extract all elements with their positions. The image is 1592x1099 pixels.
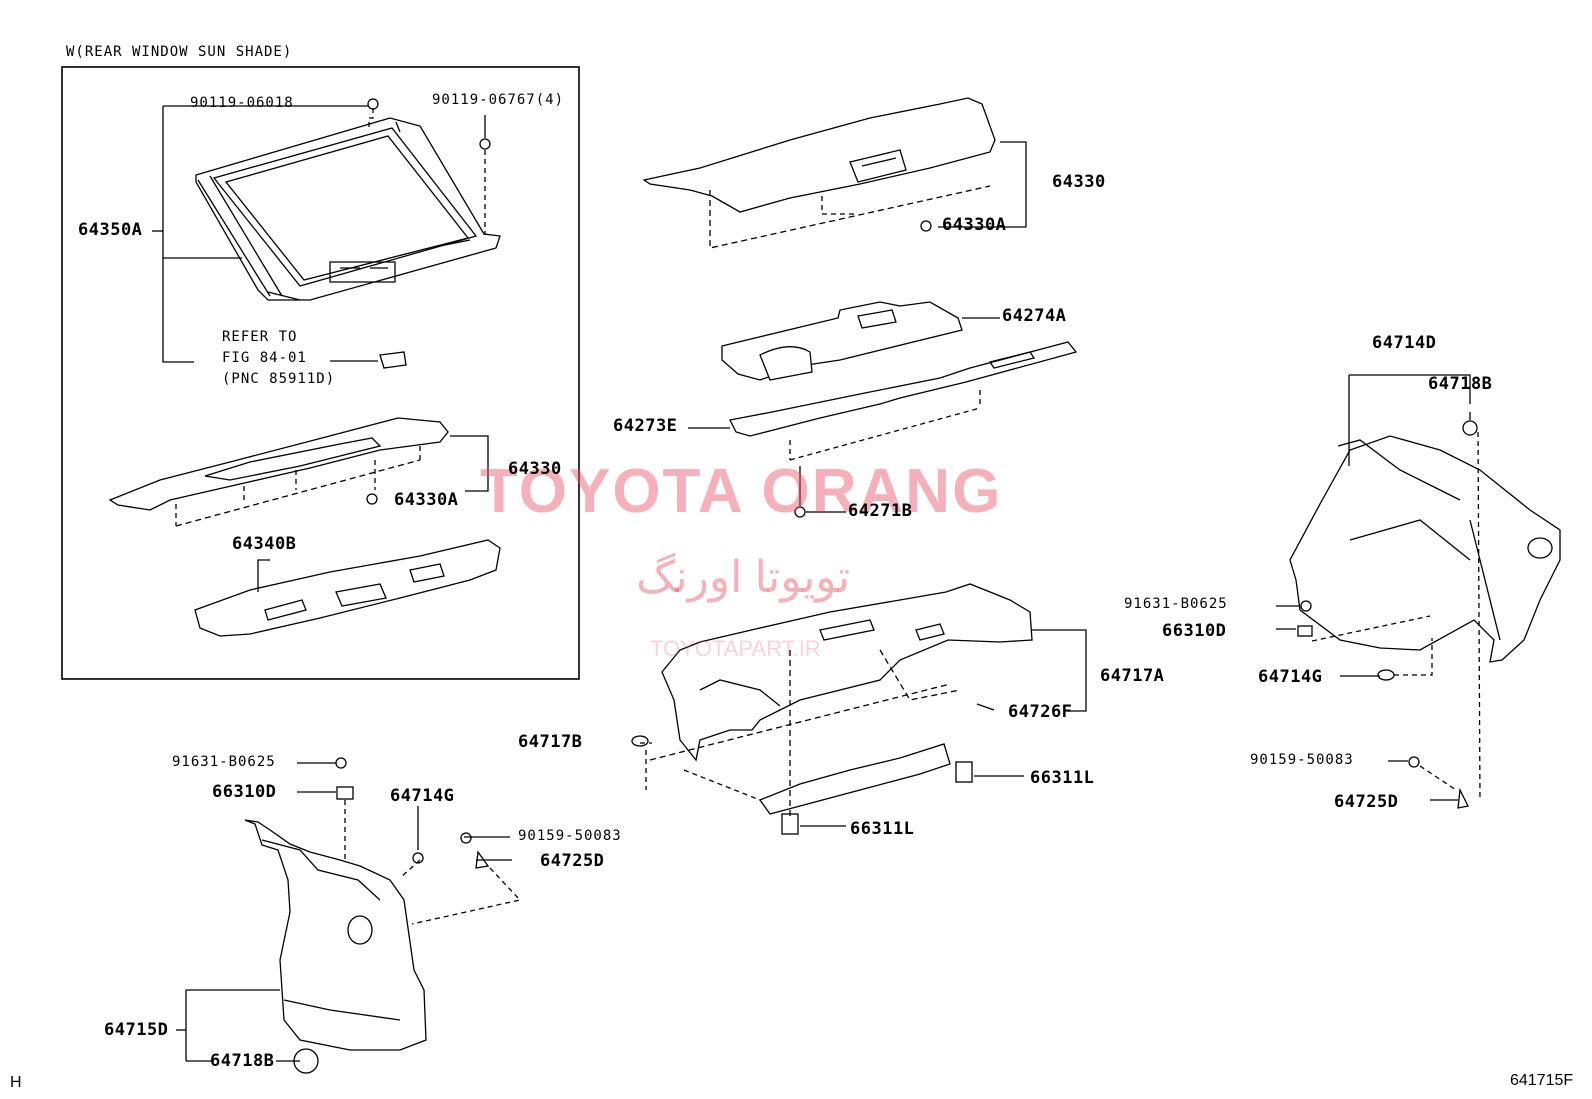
part-label[interactable]: 90119-06018 xyxy=(190,95,294,111)
part-label[interactable]: 64330 xyxy=(1052,172,1106,192)
figure-number: 641715F xyxy=(1510,1072,1574,1089)
part-label[interactable]: 66310D xyxy=(212,782,277,802)
part-label[interactable]: 90119-06767(4) xyxy=(432,92,565,108)
part-label[interactable]: 66311L xyxy=(850,819,915,839)
part-label[interactable]: 64725D xyxy=(1334,792,1399,812)
sun-shade-assembly-drawing xyxy=(195,117,501,301)
watermark-site: TOYOTAPART.IR xyxy=(650,636,821,661)
inset-frame xyxy=(61,66,580,680)
left-side-trim-drawing xyxy=(244,819,427,1051)
inset-title: W(REAR WINDOW SUN SHADE) xyxy=(66,44,293,60)
part-label[interactable]: 64717B xyxy=(518,732,583,752)
footer-left: H xyxy=(10,1074,22,1091)
part-label[interactable]: 64726F xyxy=(1008,702,1073,722)
part-label[interactable]: 91631-B0625 xyxy=(172,754,276,770)
right-side-trim-drawing xyxy=(1289,435,1561,663)
part-label[interactable]: 90159-50083 xyxy=(1250,752,1354,768)
part-label[interactable]: 64718B xyxy=(210,1051,275,1071)
leader-64350A-bracket xyxy=(162,106,194,363)
part-label[interactable]: 64717A xyxy=(1100,666,1165,686)
floor-mat-upper-drawing xyxy=(721,301,963,381)
reference-note-line1: REFER TO xyxy=(222,329,298,345)
floor-mat-lower-drawing xyxy=(729,341,1078,461)
watermark-main: TOYOTA ORANG xyxy=(480,457,1003,526)
part-label[interactable]: 66311L xyxy=(1030,768,1095,788)
part-label[interactable]: 90159-50083 xyxy=(518,828,622,844)
leader-64330-main xyxy=(938,141,1027,228)
part-label[interactable]: 64340B xyxy=(232,534,297,554)
part-label[interactable]: 64350A xyxy=(78,220,143,240)
watermark-persian: تویوتا اورنگ xyxy=(636,553,851,602)
part-label[interactable]: 64714G xyxy=(390,786,455,806)
part-label[interactable]: 64274A xyxy=(1002,306,1067,326)
deck-board-drawing xyxy=(649,583,1033,820)
part-label[interactable]: 64330 xyxy=(508,459,562,479)
leader-64717A xyxy=(1032,629,1087,712)
leader-64330-inset xyxy=(450,435,489,492)
part-label[interactable]: 91631-B0625 xyxy=(1124,596,1228,612)
part-label[interactable]: 64330A xyxy=(942,215,1007,235)
package-tray-lower-drawing xyxy=(194,539,501,637)
part-label[interactable]: 64271B xyxy=(848,501,913,521)
part-label[interactable]: 66310D xyxy=(1162,621,1227,641)
part-label[interactable]: 64714D xyxy=(1372,333,1437,353)
part-label[interactable]: 64330A xyxy=(394,490,459,510)
part-label[interactable]: 64714G xyxy=(1258,667,1323,687)
package-tray-drawing xyxy=(642,97,996,249)
connector-shape xyxy=(379,351,407,369)
leader-64715D xyxy=(185,989,280,1062)
reference-note-line2: FIG 84-01 xyxy=(222,350,307,366)
reference-note-line3: (PNC 85911D) xyxy=(222,371,336,387)
leader-64714D xyxy=(1348,374,1471,466)
part-label[interactable]: 64715D xyxy=(104,1020,169,1040)
package-tray-inset-drawing xyxy=(108,417,449,527)
part-label[interactable]: 64718B xyxy=(1428,374,1493,394)
part-label[interactable]: 64273E xyxy=(613,416,678,436)
part-label[interactable]: 64725D xyxy=(540,851,605,871)
reference-note: REFER TO FIG 84-01 (PNC 85911D) xyxy=(222,327,335,390)
